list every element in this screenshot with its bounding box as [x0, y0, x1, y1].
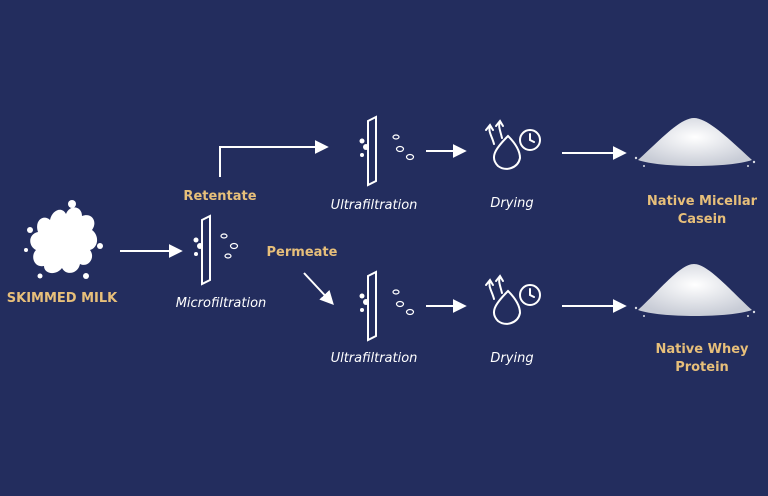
label-permeate: Permeate [266, 245, 338, 260]
powder-pile-icon [634, 118, 756, 167]
arrow-permeate [303, 272, 334, 306]
label-skimmed-milk: SKIMMED MILK [6, 291, 118, 306]
membrane-filter-icon [359, 115, 415, 187]
milk-splash-icon [24, 200, 103, 279]
label-whey-line1: Native Whey [655, 342, 749, 357]
label-native-micellar-casein: Native Micellar Casein [647, 193, 757, 229]
powder-pile-icon [634, 264, 756, 317]
arrow-retentate [219, 140, 329, 177]
label-native-whey-protein: Native Whey Protein [655, 341, 748, 377]
drying-icon [485, 119, 541, 170]
label-retentate: Retentate [183, 189, 257, 204]
label-ultrafiltration-top: Ultrafiltration [330, 198, 418, 213]
label-drying-top: Drying [490, 196, 534, 211]
label-whey-line2: Protein [675, 360, 729, 375]
label-casein-line2: Casein [677, 212, 727, 227]
membrane-filter-icon [193, 214, 239, 286]
label-drying-bottom: Drying [490, 351, 534, 366]
label-casein-line1: Native Micellar [646, 194, 758, 209]
membrane-filter-icon [359, 270, 415, 342]
label-microfiltration: Microfiltration [175, 296, 267, 311]
label-ultrafiltration-bottom: Ultrafiltration [330, 351, 418, 366]
drying-icon [485, 274, 541, 325]
